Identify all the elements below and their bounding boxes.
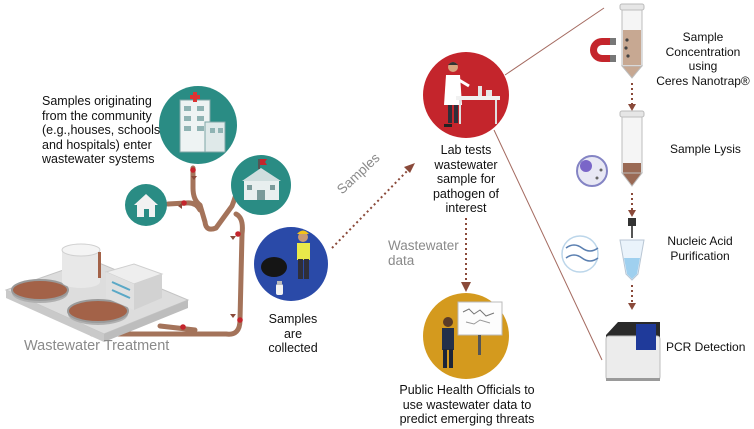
manhole-icon bbox=[261, 257, 287, 277]
zoom-lines bbox=[493, 7, 605, 361]
data-arrow bbox=[461, 218, 471, 292]
collected-caption: Samples are collected bbox=[258, 312, 328, 356]
pcr-caption: PCR Detection bbox=[666, 340, 746, 354]
community-caption-line: and hospitals) enter bbox=[42, 137, 152, 152]
collected-caption-line: collected bbox=[268, 341, 318, 355]
lab-caption: Lab tests wastewater sample for pathogen… bbox=[420, 143, 512, 216]
concentration-tube bbox=[590, 3, 645, 79]
collection-circle bbox=[254, 227, 328, 301]
tube-icon bbox=[619, 110, 645, 187]
lysis-tube bbox=[576, 110, 645, 187]
collected-caption-line: Samples are bbox=[268, 312, 318, 341]
samples-arrow bbox=[331, 163, 415, 249]
lab-circle bbox=[423, 52, 509, 138]
clarifier-tank-1 bbox=[11, 279, 69, 303]
purification-tube bbox=[561, 218, 645, 281]
wastewater-data-label: Wastewater data bbox=[388, 238, 459, 268]
officials-caption-line: Public Health Officials to bbox=[399, 383, 535, 397]
house-icon bbox=[134, 194, 158, 217]
tube-liquid bbox=[624, 258, 640, 279]
clarifier-tank-2 bbox=[67, 299, 129, 325]
officials-caption: Public Health Officials to use wastewate… bbox=[386, 383, 548, 427]
pipe-flow-arrows bbox=[178, 176, 236, 318]
official-icon bbox=[442, 317, 454, 368]
wastewater-data-line: Wastewater bbox=[388, 238, 459, 253]
pipette-icon bbox=[628, 218, 636, 238]
dna-strand-icon bbox=[561, 235, 599, 273]
treatment-plant bbox=[4, 243, 190, 342]
hospital-circle bbox=[159, 86, 237, 164]
lab-caption-line: Lab tests bbox=[440, 143, 492, 157]
lab-caption-line: interest bbox=[445, 201, 487, 215]
storage-silo bbox=[61, 243, 101, 288]
community-caption-line: Samples originating bbox=[42, 94, 152, 108]
community-caption: Samples originating from the community (… bbox=[42, 94, 160, 167]
pcr-machine-icon bbox=[605, 322, 661, 381]
concentration-caption-line: Ceres Nanotrap® bbox=[656, 73, 750, 88]
worker-icon bbox=[297, 230, 310, 279]
school-circle bbox=[231, 155, 291, 215]
house-circle bbox=[125, 184, 167, 226]
purification-caption-line: Purification bbox=[670, 248, 730, 263]
treatment-label: Wastewater Treatment bbox=[24, 338, 170, 354]
lab-caption-line: sample for bbox=[436, 172, 496, 186]
wastewater-data-line: data bbox=[388, 253, 415, 268]
hospital-icon bbox=[179, 92, 226, 153]
community-caption-line: wastewater systems bbox=[42, 152, 155, 166]
concentration-caption-line: Concentration using bbox=[665, 44, 741, 74]
virus-icon bbox=[576, 155, 608, 187]
lysis-caption: Sample Lysis bbox=[670, 142, 741, 156]
officials-circle bbox=[423, 293, 509, 379]
purification-caption: Nucleic Acid Purification bbox=[660, 234, 740, 263]
sample-bottle-icon bbox=[276, 281, 283, 295]
magnet-icon bbox=[590, 38, 616, 62]
officials-caption-line: predict emerging threats bbox=[399, 412, 535, 426]
tube-icon bbox=[619, 3, 645, 79]
plant-building bbox=[104, 263, 164, 310]
concentration-caption: Sample Concentration using Ceres Nanotra… bbox=[654, 30, 752, 88]
purification-caption-line: Nucleic Acid bbox=[667, 234, 733, 248]
whiteboard-icon bbox=[457, 301, 503, 355]
community-caption-line: (e.g.,houses, schools bbox=[42, 123, 161, 137]
community-caption-line: from the community bbox=[42, 108, 152, 123]
pipe-nodes bbox=[180, 167, 243, 330]
step-arrow-heads bbox=[628, 104, 636, 310]
school-icon bbox=[242, 159, 281, 200]
lab-caption-line: wastewater bbox=[434, 157, 498, 172]
lab-bench-icon bbox=[456, 86, 500, 124]
officials-caption-line: use wastewater data to bbox=[402, 397, 532, 412]
concentration-caption-line: Sample bbox=[682, 30, 724, 44]
lab-caption-line: pathogen of bbox=[432, 186, 500, 201]
